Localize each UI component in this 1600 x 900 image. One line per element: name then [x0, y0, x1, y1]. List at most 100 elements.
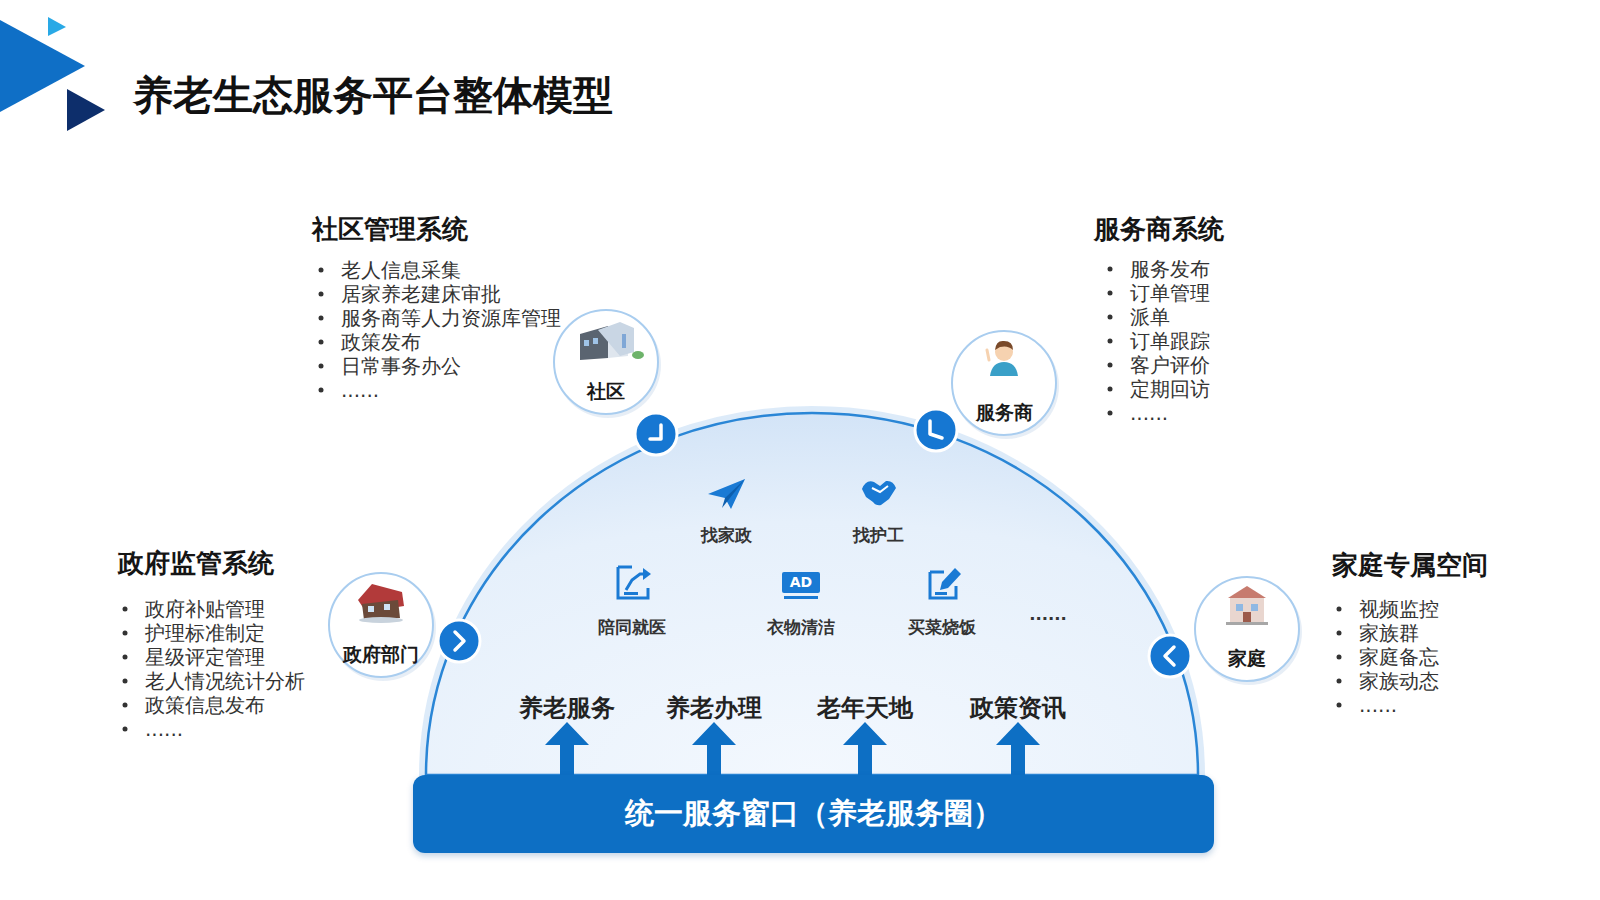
- feature-item: 家庭备忘: [1359, 645, 1439, 669]
- dome-glow: [426, 413, 1198, 775]
- feature-item: 家族动态: [1359, 669, 1439, 693]
- edit-icon: [930, 571, 944, 574]
- bullet-dot: [1108, 267, 1113, 272]
- up-arrows: [545, 722, 1040, 776]
- feature-item: 视频监控: [1359, 597, 1439, 621]
- house-ground: [359, 617, 403, 623]
- bullet-dot: [1108, 291, 1113, 296]
- bullet-dot: [1337, 631, 1342, 636]
- bullet-dot: [1337, 679, 1342, 684]
- entity-circle: 社区: [553, 309, 659, 415]
- bullet-dot: [123, 727, 128, 732]
- deco-triangle: [48, 17, 66, 36]
- entity-circle: 政府部门: [328, 572, 434, 678]
- bullet-dot: [1337, 703, 1342, 708]
- feature-item: 政策发布: [341, 330, 421, 354]
- service-item: ......: [1029, 605, 1067, 625]
- ad-icon: [784, 596, 818, 599]
- up-arrow: [843, 722, 887, 776]
- feature-item: 政府补贴管理: [145, 597, 265, 621]
- family-icon: [1226, 586, 1268, 625]
- circle-label: 社区: [553, 380, 659, 402]
- rim-chevron: [930, 421, 942, 438]
- service-dome: [426, 413, 1198, 775]
- up-arrow: [692, 722, 736, 776]
- community-icon: [580, 322, 644, 360]
- bullet-dot: [319, 388, 324, 393]
- feature-item: 客户评价: [1130, 353, 1210, 377]
- module-label: 养老服务: [519, 694, 615, 722]
- bullet-dot: [1108, 315, 1113, 320]
- feature-item: ......: [1130, 401, 1168, 425]
- house-ground: [1226, 622, 1268, 625]
- bullet-dot: [123, 607, 128, 612]
- feature-item: ......: [1359, 693, 1397, 717]
- handshake-icon: [862, 481, 896, 505]
- bullet-dot: [319, 268, 324, 273]
- house-roof: [1228, 586, 1266, 598]
- feature-item: ......: [145, 717, 183, 741]
- plane-icon: [722, 479, 745, 508]
- building-shape: [580, 326, 608, 360]
- edit-icon: [935, 592, 947, 595]
- feature-item: 政策信息发布: [145, 693, 265, 717]
- plane-icon: [708, 479, 745, 509]
- house-window: [368, 606, 374, 612]
- government-icon: [358, 584, 404, 623]
- service-item: 衣物清洁: [767, 618, 835, 638]
- bullet-dot: [123, 655, 128, 660]
- bullet-dot: [1337, 607, 1342, 612]
- bullet-dot: [319, 316, 324, 321]
- feature-item: 居家养老建床审批: [341, 282, 501, 306]
- feature-item: 家族群: [1359, 621, 1419, 645]
- house-wall: [362, 600, 400, 620]
- up-arrow: [996, 722, 1040, 776]
- house-wall: [1230, 598, 1264, 622]
- bullet-dots: [123, 267, 1342, 732]
- module-label: 政策资讯: [970, 694, 1066, 722]
- system-heading: 服务商系统: [1094, 214, 1224, 245]
- bullet-dot: [123, 703, 128, 708]
- rim-dot: [635, 413, 677, 455]
- feature-item: 服务商等人力资源库管理: [341, 306, 561, 330]
- up-arrow: [545, 722, 589, 776]
- bullet-dot: [319, 292, 324, 297]
- system-heading: 家庭专属空间: [1332, 550, 1488, 581]
- ad-icon: [782, 572, 820, 593]
- module-label: 老年天地: [817, 694, 913, 722]
- feature-item: 定期回访: [1130, 377, 1210, 401]
- bullet-dot: [123, 679, 128, 684]
- building-window: [584, 340, 589, 346]
- building-window: [593, 338, 598, 344]
- feature-item: 订单跟踪: [1130, 329, 1210, 353]
- house-window: [384, 604, 390, 610]
- building-window: [622, 334, 626, 348]
- rim-dot: [915, 409, 957, 451]
- bullet-dot: [319, 364, 324, 369]
- bullet-dot: [123, 631, 128, 636]
- circle-shape: [329, 573, 433, 677]
- person-hand: [987, 350, 989, 360]
- icon-background: [984, 340, 1024, 378]
- rim-connectors: [438, 409, 1191, 677]
- person-body: [990, 362, 1018, 376]
- house-door: [1243, 612, 1251, 622]
- feature-item: 日常事务办公: [341, 354, 461, 378]
- rim-chevron: [455, 632, 464, 650]
- circle-label: 服务商: [951, 401, 1057, 423]
- entity-circle: 家庭: [1194, 576, 1300, 682]
- entity-circle: 服务商: [951, 330, 1057, 436]
- diagram-title: 养老生态服务平台整体模型: [133, 68, 613, 123]
- house-window: [1251, 604, 1258, 611]
- doc-icon: [624, 592, 638, 595]
- service-window-band: 统一服务窗口（养老服务圈）: [413, 775, 1214, 853]
- bullet-dot: [1337, 655, 1342, 660]
- doc-icon: [618, 566, 632, 569]
- rim-dot: [1149, 635, 1191, 677]
- edit-icon: [940, 568, 961, 590]
- rim-chevron: [1165, 647, 1174, 665]
